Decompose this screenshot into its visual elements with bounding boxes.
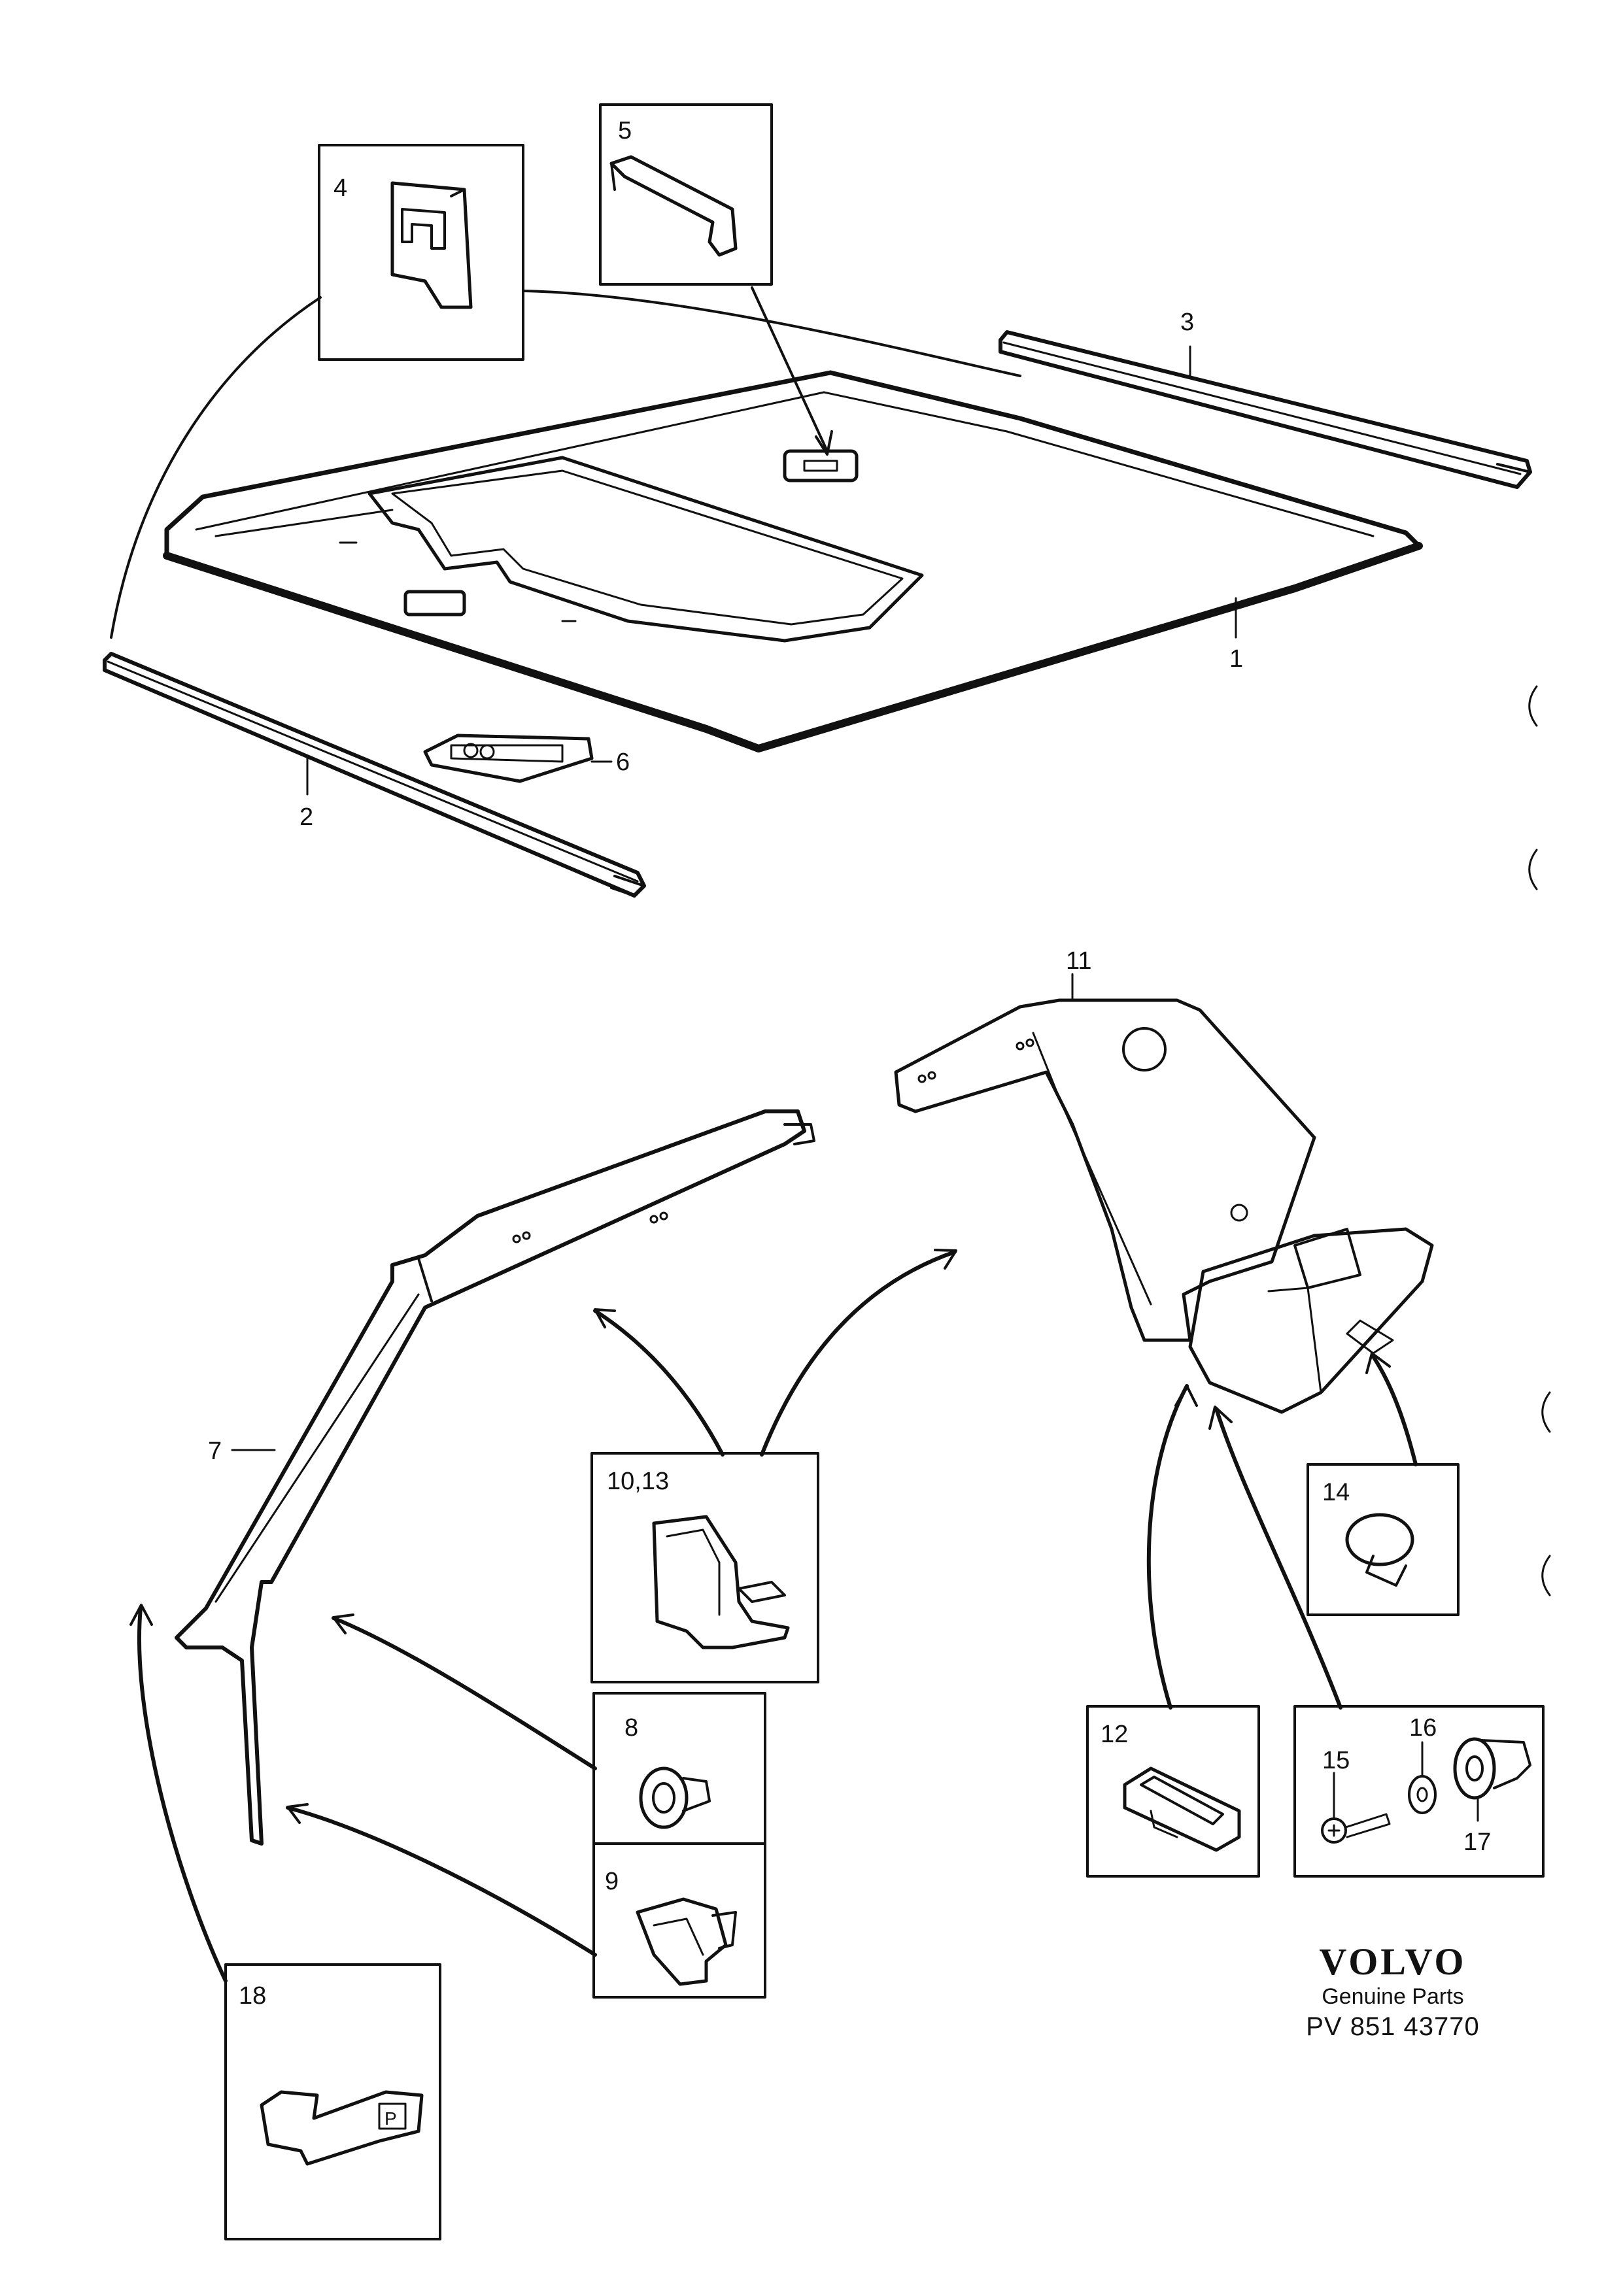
arrowhead [332,1613,354,1634]
callout-1: 1 [1229,645,1243,673]
screw-15 [1321,1817,1347,1844]
detail-box-14 [1307,1463,1460,1616]
callout-17: 17 [1463,1829,1491,1856]
detail-box-9 [592,1842,766,1999]
callout-6: 6 [616,749,630,776]
arrowhead [934,1249,957,1270]
arrowhead [1208,1406,1233,1430]
brand-tagline: Genuine Parts [1322,1984,1464,2009]
headliner-mount-pad [783,449,859,482]
leader-arrow [332,1616,597,1770]
mounting-bracket-6 [423,734,594,783]
rear-pillar-trim-11 [894,998,1434,1414]
callout-16: 16 [1409,1714,1437,1742]
arrowhead [1365,1352,1391,1374]
callout-14: 14 [1322,1479,1350,1506]
pillar-trim-7 [175,1109,815,1846]
detail-box-8 [592,1692,766,1845]
leader-arrow [1146,1384,1189,1710]
arrowhead [1174,1385,1198,1407]
binder-mark [1528,849,1538,890]
callout-12: 12 [1101,1721,1128,1748]
trim-strip-right [999,330,1532,489]
binder-mark [1541,1555,1551,1596]
callout-5: 5 [618,117,632,144]
grommet-17 [1453,1737,1496,1800]
trim-strip-left [103,652,646,898]
detail-box-5 [599,103,773,286]
detail-box-15-16-17 [1293,1705,1545,1878]
callout-15: 15 [1322,1747,1350,1774]
headliner-mount-pad [403,590,466,616]
leader-arrow [1214,1407,1342,1710]
leader-arrow [751,286,829,452]
leader-line [522,290,1021,377]
callout-3: 3 [1180,309,1194,336]
callout-2: 2 [299,803,313,831]
leader-arrow [593,1309,725,1457]
clip-18-marking: P [384,2108,397,2129]
leader-arrow [286,1806,597,1957]
callout-18: 18 [239,1982,266,2010]
callout-11: 11 [1066,947,1091,975]
callout-9: 9 [605,1868,619,1895]
washer-16 [1408,1775,1437,1814]
detail-box-4 [318,144,524,361]
part-code: PV 851 43770 [1306,2012,1480,2041]
leader-arrow [137,1606,228,1983]
arrowhead [594,1308,616,1328]
headliner-panel [163,370,1423,752]
detail-box-12 [1086,1705,1260,1878]
callout-8: 8 [624,1714,638,1742]
leader-arrow [760,1250,957,1457]
volvo-logo: VOLVO [1319,1940,1467,1983]
callout-4: 4 [333,175,347,202]
brand-block: VOLVO Genuine Parts PV 851 43770 [1242,1942,1543,2042]
arrowhead [815,430,833,456]
arrowhead [129,1604,153,1626]
binder-mark [1541,1391,1551,1433]
leader-arrow [110,296,322,639]
leader-arrow [1371,1355,1418,1466]
detail-box-10-13 [590,1452,819,1683]
callout-10-13: 10,13 [607,1468,669,1495]
callout-7: 7 [208,1438,222,1465]
detail-box-18 [224,1963,441,2240]
binder-mark [1528,685,1538,727]
arrowhead [286,1803,309,1824]
